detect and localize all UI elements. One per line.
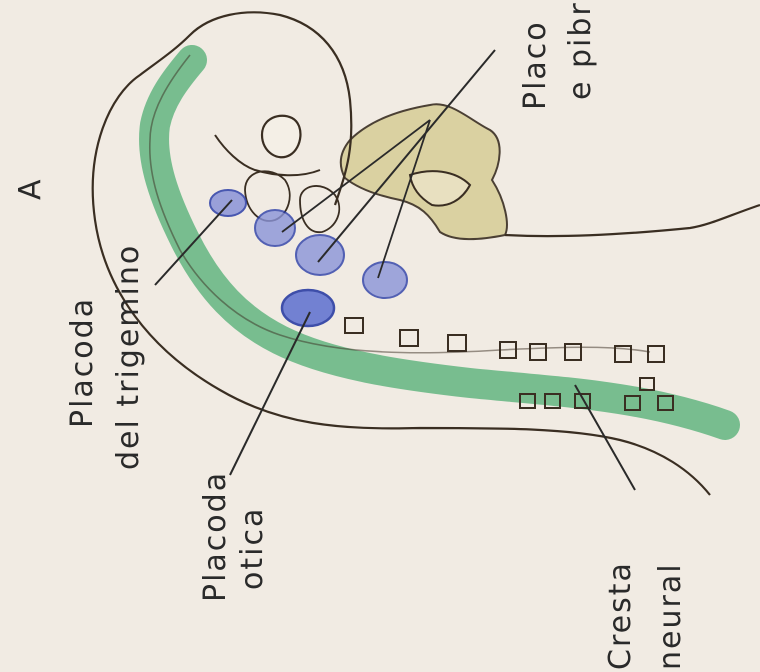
otic-placode	[282, 290, 334, 326]
label-otic-line1: Placoda	[198, 471, 233, 602]
optic-vesicle	[262, 116, 300, 158]
epibranchial-placode-1	[255, 210, 295, 246]
label-crest-line2: neural	[653, 562, 688, 670]
label-epibranchial-line2: e pibr	[563, 1, 598, 100]
label-crest-line1: Cresta	[603, 561, 638, 670]
label-trigeminal-line2: del trigemino	[111, 244, 146, 470]
label-otic-line2: otica	[235, 507, 270, 590]
panel-letter: A	[13, 177, 48, 200]
epibranchial-placode-3	[363, 262, 407, 298]
label-epibranchial-line1: Placo	[518, 20, 553, 110]
label-trigeminal-line1: Placoda	[65, 297, 100, 428]
